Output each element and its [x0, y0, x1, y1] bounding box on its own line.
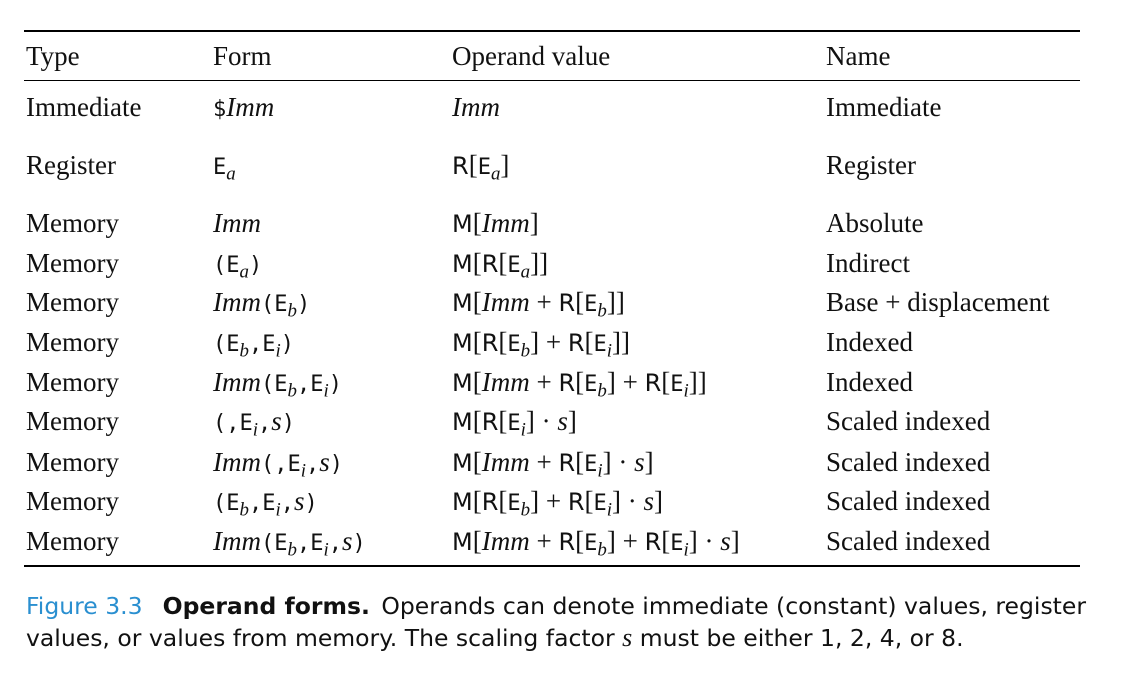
row-5-value: M[R[Eb] + R[Ei]] [452, 327, 630, 362]
row-10-type: Memory [26, 526, 119, 556]
row-0-type: Immediate [26, 92, 142, 122]
row-4-form: Imm(Eb) [213, 287, 311, 322]
row-10-name: Scaled indexed [826, 526, 991, 556]
row-10-value: M[Imm + R[Eb] + R[Ei] · s] [452, 526, 740, 561]
row-2-value: M[Imm] [452, 208, 539, 238]
table-header-rule [24, 80, 1080, 81]
row-6-name: Indexed [826, 367, 913, 397]
row-7-name: Scaled indexed [826, 406, 991, 436]
row-2-name: Absolute [826, 208, 924, 238]
row-0-form: $Imm [213, 92, 275, 122]
table-bottom-rule [24, 565, 1080, 567]
row-9-type: Memory [26, 486, 119, 516]
row-9-name: Scaled indexed [826, 486, 991, 516]
row-3-value: M[R[Ea]] [452, 248, 549, 283]
row-8-form: Imm(,Ei,s) [213, 447, 344, 482]
row-3-name: Indirect [826, 248, 910, 278]
figure-caption: Figure 3.3 Operand forms. Operands can de… [26, 590, 1101, 654]
header-type: Type [26, 41, 80, 71]
row-1-name: Register [826, 150, 916, 180]
table-top-rule [24, 30, 1080, 32]
row-1-type: Register [26, 150, 116, 180]
caption-text-1: Operands can denote immediate (constant)… [26, 592, 1087, 652]
caption-variable: s [622, 623, 633, 652]
row-2-type: Memory [26, 208, 119, 238]
row-2-form: Imm [213, 208, 261, 238]
row-4-name: Base + displacement [826, 287, 1050, 317]
figure-label: Figure 3.3 [26, 592, 143, 620]
row-0-name: Immediate [826, 92, 942, 122]
row-8-type: Memory [26, 447, 119, 477]
row-1-value: R[Ea] [452, 150, 510, 185]
row-4-type: Memory [26, 287, 119, 317]
header-name: Name [826, 41, 891, 71]
row-8-name: Scaled indexed [826, 447, 991, 477]
row-0-value: Imm [452, 92, 500, 122]
row-7-value: M[R[Ei] · s] [452, 406, 577, 441]
row-4-value: M[Imm + R[Eb]] [452, 287, 625, 322]
row-7-type: Memory [26, 406, 119, 436]
row-3-form: (Ea) [213, 253, 263, 283]
header-operand-value: Operand value [452, 41, 611, 71]
row-5-name: Indexed [826, 327, 913, 357]
row-9-form: (Eb,Ei,s) [213, 486, 318, 521]
row-9-value: M[R[Eb] + R[Ei] · s] [452, 486, 664, 521]
row-1-form: Ea [213, 155, 236, 185]
row-6-value: M[Imm + R[Eb] + R[Ei]] [452, 367, 707, 402]
row-10-form: Imm(Eb,Ei,s) [213, 526, 366, 561]
caption-text-2: must be either 1, 2, 4, or 8. [639, 624, 964, 652]
row-5-type: Memory [26, 327, 119, 357]
row-3-type: Memory [26, 248, 119, 278]
row-6-type: Memory [26, 367, 119, 397]
row-5-form: (Eb,Ei) [213, 332, 294, 362]
row-7-form: (,Ei,s) [213, 406, 296, 441]
row-8-value: M[Imm + R[Ei] · s] [452, 447, 654, 482]
header-form: Form [213, 41, 272, 71]
caption-title: Operand forms. [162, 592, 370, 620]
row-6-form: Imm(Eb,Ei) [213, 367, 342, 402]
